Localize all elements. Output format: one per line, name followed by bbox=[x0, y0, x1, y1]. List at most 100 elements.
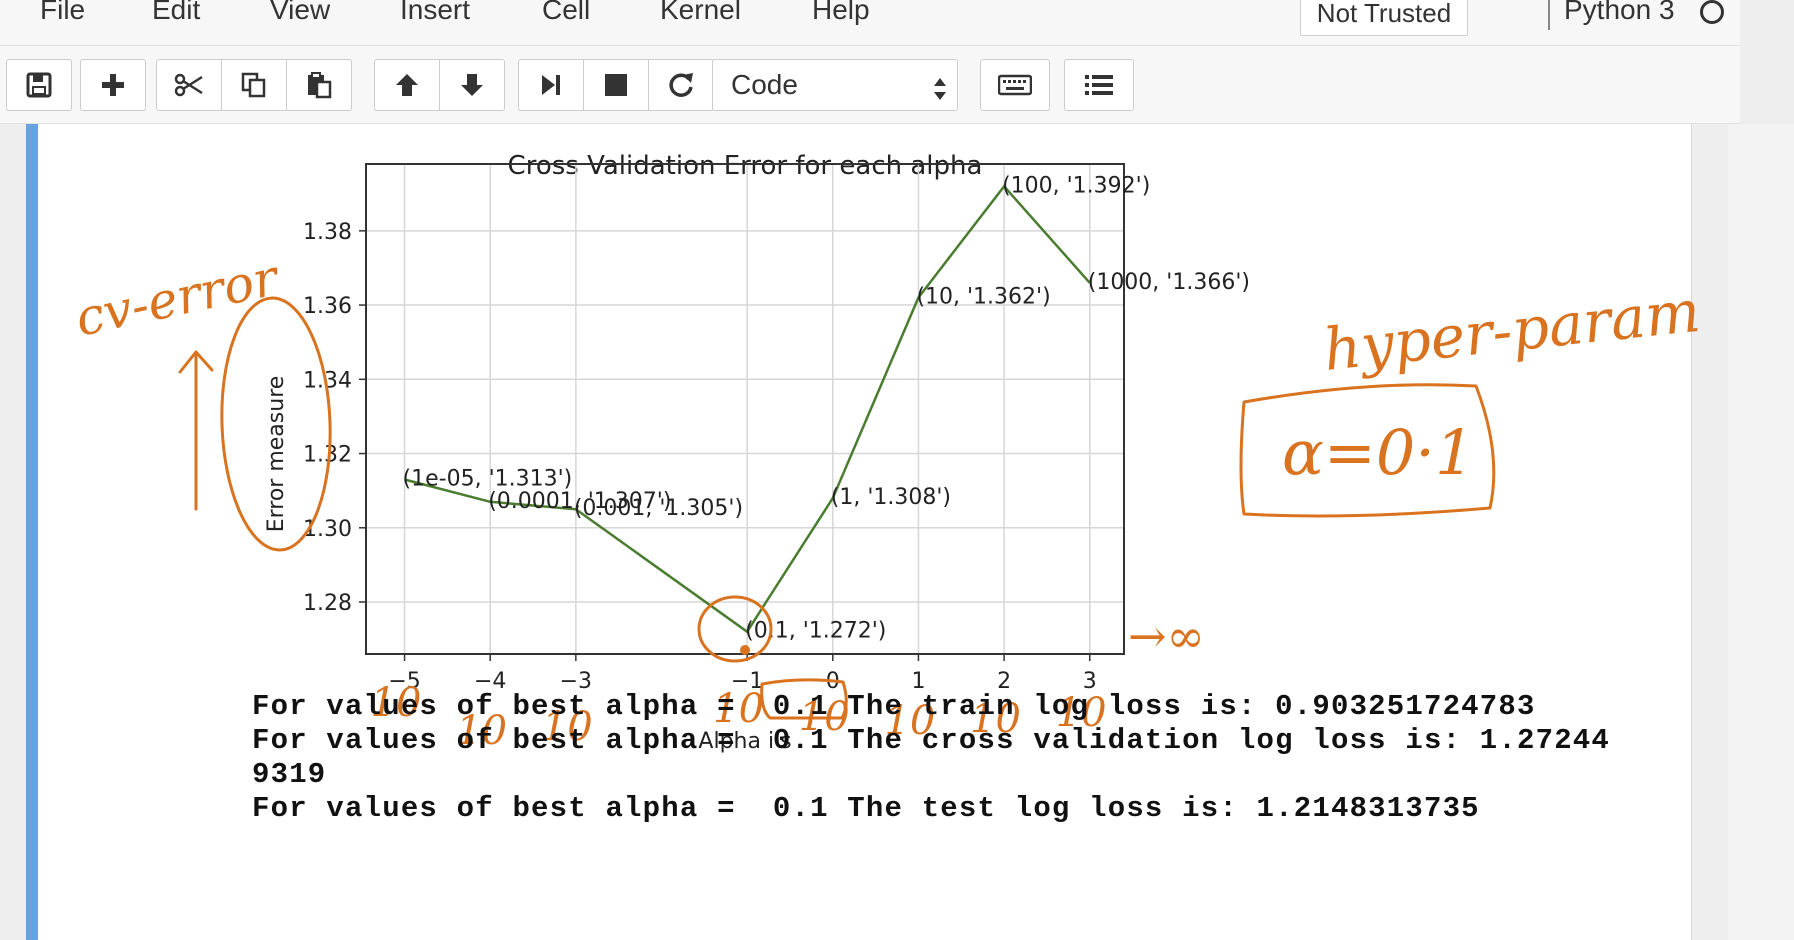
ten-note: 10 bbox=[456, 708, 507, 754]
point-annotation: (0.0001, '1.307') bbox=[488, 489, 671, 514]
infinity-note: →∞ bbox=[1128, 609, 1205, 663]
point-annotation: (1, '1.308') bbox=[831, 485, 951, 510]
ten-note: 10 bbox=[1056, 690, 1107, 736]
cell-type-select[interactable]: Code bbox=[712, 59, 958, 111]
ten-note: 10 bbox=[884, 698, 935, 744]
run-button[interactable] bbox=[518, 59, 584, 111]
cv-error-note: cv-error bbox=[70, 248, 285, 348]
cv-error-plot: Cross Validation Error for each alpha 1.… bbox=[70, 151, 1703, 754]
output-line-1: For values of best alpha = 0.1 The train… bbox=[252, 690, 1536, 723]
menu-help[interactable]: Help bbox=[812, 0, 870, 25]
toolbar: Code bbox=[0, 46, 1740, 124]
ylabel-circle-ink bbox=[220, 296, 332, 552]
cell-selection-bar bbox=[26, 124, 38, 940]
series-line bbox=[404, 184, 1091, 634]
x-tick-label: −5 bbox=[388, 669, 420, 694]
kernel-name: Python 3 bbox=[1564, 0, 1675, 25]
power-of-ten-notes: 10 10 10 10 10 10 10 10 bbox=[371, 680, 1107, 754]
code-cell[interactable] bbox=[26, 124, 1692, 940]
restart-button[interactable] bbox=[648, 59, 714, 111]
alpha-value-note: α=0·1 bbox=[1282, 416, 1474, 489]
ten-note: 10 bbox=[542, 704, 593, 750]
menu-cell[interactable]: Cell bbox=[542, 0, 591, 25]
restart-icon bbox=[667, 71, 695, 99]
menu-edit[interactable]: Edit bbox=[152, 0, 201, 25]
ten-note: 10 bbox=[371, 680, 422, 726]
x-tick-label: −4 bbox=[474, 669, 506, 694]
chart-title: Cross Validation Error for each alpha bbox=[508, 151, 983, 181]
x-tick-label: 1 bbox=[911, 669, 925, 694]
arrow-up-icon bbox=[394, 72, 420, 98]
save-icon bbox=[26, 72, 52, 98]
hyper-param-note: hyper-param bbox=[1320, 277, 1703, 384]
menu-bar: File Edit View Insert Cell Kernel Help N… bbox=[0, 0, 1740, 46]
save-group bbox=[6, 59, 72, 111]
arrow-up-ink bbox=[178, 350, 214, 511]
plot-frame bbox=[365, 163, 1125, 655]
point-annotations: (1e-05, '1.313')(0.0001, '1.307')(0.001,… bbox=[403, 173, 1250, 643]
list-group bbox=[1064, 59, 1134, 111]
ten-note: 10 bbox=[970, 696, 1021, 742]
list-icon bbox=[1084, 73, 1114, 97]
y-tick-label: 1.28 bbox=[303, 591, 352, 616]
run-icon bbox=[538, 72, 564, 98]
best-alpha-point bbox=[740, 645, 750, 655]
toc-button[interactable] bbox=[1064, 59, 1134, 111]
ten-note: 10 bbox=[799, 694, 850, 740]
cut-button[interactable] bbox=[156, 59, 222, 111]
point-annotation: (0.001, '1.305') bbox=[574, 496, 743, 521]
output-line-3: 9319 bbox=[252, 758, 327, 791]
notebook-area: Cross Validation Error for each alpha 1.… bbox=[0, 124, 1794, 940]
select-arrows-icon bbox=[933, 70, 947, 120]
best-tick-circle-ink bbox=[697, 595, 773, 663]
not-trusted-button[interactable]: Not Trusted bbox=[1300, 0, 1468, 36]
paste-icon bbox=[305, 71, 333, 99]
edit-group bbox=[156, 59, 352, 111]
stop-icon bbox=[603, 72, 629, 98]
x-tick-label: −3 bbox=[560, 669, 592, 694]
move-down-button[interactable] bbox=[439, 59, 505, 111]
point-annotation: (1000, '1.366') bbox=[1088, 270, 1250, 295]
paste-button[interactable] bbox=[286, 59, 352, 111]
kernel-separator bbox=[1548, 0, 1550, 30]
y-axis-label: Error measure bbox=[264, 376, 289, 533]
kernel-status-icon bbox=[1700, 0, 1724, 24]
arrow-down-icon bbox=[459, 72, 485, 98]
chart-grid bbox=[366, 164, 1124, 654]
ten-note: 10 bbox=[713, 686, 764, 732]
y-tick-label: 1.30 bbox=[303, 517, 352, 542]
x-axis-label: Alpha i's bbox=[698, 729, 791, 754]
stop-button[interactable] bbox=[583, 59, 649, 111]
move-up-button[interactable] bbox=[374, 59, 440, 111]
y-tick-label: 1.38 bbox=[303, 220, 352, 245]
run-group bbox=[518, 59, 714, 111]
copy-button[interactable] bbox=[221, 59, 287, 111]
point-annotation: (1e-05, '1.313') bbox=[403, 467, 573, 492]
copy-icon bbox=[240, 71, 268, 99]
output-line-2: For values of best alpha = 0.1 The cross… bbox=[252, 724, 1611, 757]
insert-cell-button[interactable] bbox=[80, 59, 146, 111]
scroll-gutter bbox=[1728, 124, 1794, 940]
point-annotation: (10, '1.362') bbox=[916, 285, 1050, 310]
keyboard-group bbox=[980, 59, 1050, 111]
plus-icon bbox=[100, 72, 126, 98]
best-value-box-ink bbox=[760, 678, 848, 720]
menu-insert[interactable]: Insert bbox=[400, 0, 471, 25]
keyboard-icon bbox=[998, 74, 1032, 96]
menu-kernel[interactable]: Kernel bbox=[660, 0, 741, 25]
x-tick-label: 3 bbox=[1083, 669, 1097, 694]
point-annotation: (100, '1.392') bbox=[1002, 173, 1150, 198]
command-palette-button[interactable] bbox=[980, 59, 1050, 111]
point-annotation: (0.1, '1.272') bbox=[745, 619, 886, 644]
menu-file[interactable]: File bbox=[40, 0, 86, 25]
cell-type-value: Code bbox=[731, 69, 798, 100]
y-tick-label: 1.36 bbox=[303, 294, 352, 319]
insert-group bbox=[80, 59, 146, 111]
x-tick-label: 2 bbox=[997, 669, 1011, 694]
save-button[interactable] bbox=[6, 59, 72, 111]
y-tick-labels: 1.281.301.321.341.361.38 bbox=[303, 220, 366, 616]
output-line-4: For values of best alpha = 0.1 The test … bbox=[252, 792, 1480, 825]
menu-view[interactable]: View bbox=[270, 0, 331, 25]
cut-icon bbox=[174, 72, 204, 98]
